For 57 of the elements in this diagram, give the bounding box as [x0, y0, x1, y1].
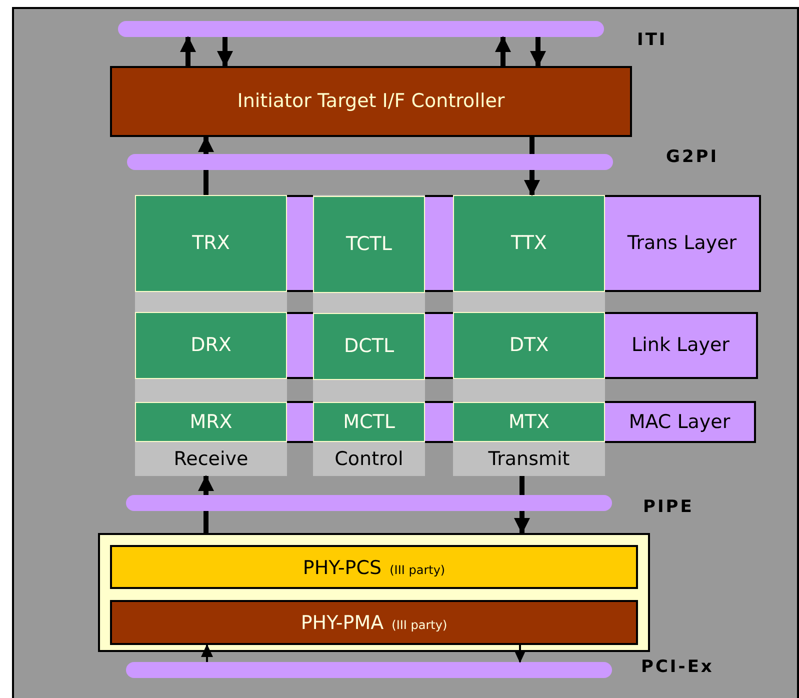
box-label: Link Layer	[632, 333, 730, 358]
box-label: MAC Layer	[628, 410, 730, 435]
module-box	[313, 402, 425, 442]
box-label: TTX	[511, 231, 547, 256]
box-label: PHY-PMA	[300, 611, 384, 636]
module-box	[313, 196, 425, 293]
bus-bar	[118, 21, 604, 37]
module-box	[453, 312, 605, 379]
arrow	[180, 36, 196, 66]
box-label: (III party)	[390, 562, 446, 579]
layer-band	[605, 312, 758, 379]
box-label: MCTL	[343, 410, 395, 435]
phy-container	[98, 533, 650, 652]
arrow	[198, 475, 214, 495]
bus-bar	[126, 495, 612, 511]
bus-bar	[126, 662, 612, 678]
module-box	[313, 313, 425, 380]
box-label: MTX	[508, 410, 550, 435]
column-panel	[135, 195, 287, 476]
layer-band	[605, 195, 761, 292]
bus-label: ITI	[637, 29, 668, 52]
box-label: DRX	[190, 333, 232, 358]
bus-bar	[127, 154, 613, 170]
arrow	[495, 36, 511, 66]
arrow	[514, 511, 530, 534]
bus-label: G2PI	[666, 146, 719, 169]
arrow	[198, 136, 214, 154]
bus-label: PCI-Ex	[641, 656, 714, 679]
arrow	[514, 645, 526, 663]
box-label: Trans Layer	[627, 231, 737, 256]
column-panel	[313, 195, 425, 476]
module-box	[135, 195, 287, 292]
module-box	[135, 402, 287, 442]
module-box	[453, 402, 605, 442]
box-label: Initiator Target I/F Controller	[237, 89, 505, 114]
arrow	[530, 37, 546, 67]
column-panel	[453, 195, 605, 476]
controller-box	[110, 66, 632, 137]
module-box	[453, 195, 605, 292]
box-label: Receive	[174, 446, 248, 472]
box-label: DTX	[509, 333, 549, 358]
box-label: TRX	[192, 231, 230, 256]
box-label: (III party)	[392, 617, 448, 634]
layer-band	[605, 401, 756, 443]
phy-block	[110, 600, 638, 645]
arrow	[524, 170, 540, 196]
box-label: MRX	[190, 410, 232, 435]
box-label: DCTL	[344, 334, 394, 360]
box-label: Control	[334, 446, 404, 472]
box-label: Transmit	[488, 446, 570, 472]
module-box	[135, 312, 287, 379]
box-label: TCTL	[346, 232, 392, 258]
box-label: PHY-PCS	[302, 556, 382, 581]
phy-block	[110, 545, 638, 589]
arrow	[217, 37, 233, 67]
bus-label: PIPE	[643, 496, 694, 519]
arrow	[201, 644, 213, 662]
